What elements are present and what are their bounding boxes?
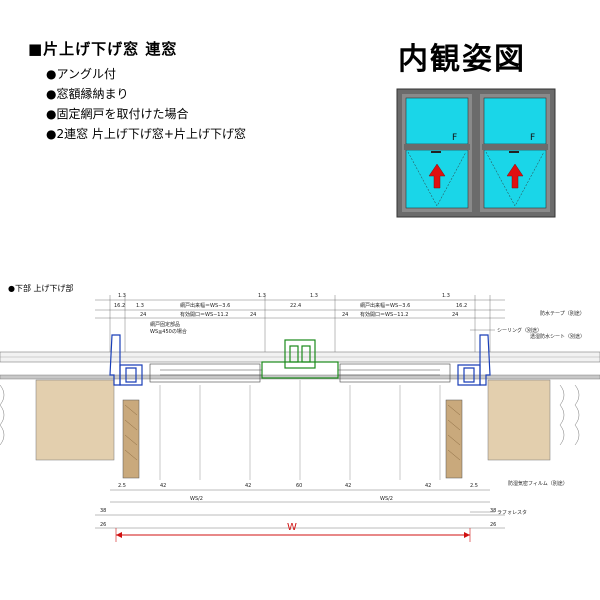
section-label: ●下部 上げ下げ部 <box>8 284 74 293</box>
dim-label: 24 <box>140 312 146 318</box>
dim-label: 26 <box>100 522 106 528</box>
feature-item: ●アングル付 <box>46 67 116 81</box>
dim-label: 16.2 <box>456 303 467 309</box>
dim-label: 24 <box>452 312 458 318</box>
callout-breathable-sheet: 透湿防水シート（別途） <box>530 333 585 340</box>
dim-label: 22.4 <box>290 303 301 309</box>
dim-label: 42 <box>345 483 351 489</box>
left-up-arrow-icon <box>428 163 446 189</box>
dim-label: 1.3 <box>442 293 450 299</box>
callout-waterproof-tape: 防水テープ（別途） <box>540 310 585 317</box>
feature-item: ●固定網戸を取付けた場合 <box>46 107 189 121</box>
feature-list: ●アングル付 ●窓額縁納まり ●固定網戸を取付けた場合 ●2連窓 片上げ下げ窓+… <box>46 64 246 144</box>
feature-item: ●窓額縁納まり <box>46 87 129 101</box>
left-upper-glass <box>405 97 469 145</box>
callout-vapor-film: 防湿気密フィルム（別途） <box>508 480 568 487</box>
dim-label: 38 <box>490 508 496 514</box>
dim-label: 有効開口＝WS−11.2 <box>180 311 228 318</box>
dim-label: 24 <box>342 312 348 318</box>
left-sash-mark: F <box>452 133 457 143</box>
dim-label: 42 <box>160 483 166 489</box>
page-title: ■片上げ下げ窓 連窓 <box>28 40 178 58</box>
left-frame-section <box>109 334 143 386</box>
overall-width-dimension: W <box>115 522 471 542</box>
dim-label: 2.5 <box>470 483 478 489</box>
dim-label: 1.3 <box>136 303 144 309</box>
left-handle <box>431 151 441 153</box>
screen-part-note: 網戸固定部品 WS≦450の場合 <box>150 321 187 335</box>
dim-label: 16.2 <box>114 303 125 309</box>
dim-label: 60 <box>296 483 302 489</box>
top-dimension-lines <box>95 295 505 355</box>
dim-label: WS/2 <box>190 496 203 502</box>
dim-label: 網戸出来幅＝WS−3.6 <box>360 302 410 309</box>
bottom-dimension-text: 2.5 42 42 60 42 42 2.5 WS/2 WS/2 38 38 2… <box>100 483 496 528</box>
callout-laforesta: ラフォレスタ <box>497 509 527 516</box>
right-handle <box>509 151 519 153</box>
right-up-arrow-icon <box>506 163 524 189</box>
left-meeting-rail <box>404 144 470 150</box>
dim-label: 24 <box>250 312 256 318</box>
window-casing <box>122 399 463 479</box>
dim-label: 有効開口＝WS−11.2 <box>360 311 408 318</box>
callouts: シーリング（別途） 防水テープ（別途） 透湿防水シート（別途） 防湿気密フィルム… <box>470 310 585 516</box>
glass-lines <box>149 363 451 383</box>
interior-lines <box>159 380 441 480</box>
feature-item: ●2連窓 片上げ下げ窓+片上げ下げ窓 <box>46 127 246 141</box>
dim-label: 38 <box>100 508 106 514</box>
interior-view-title: 内観姿図 <box>398 42 526 77</box>
note-screen-condition: WS≦450の場合 <box>150 328 187 335</box>
bottom-dimension-lines <box>95 489 505 529</box>
note-screen-part: 網戸固定部品 <box>150 321 180 328</box>
top-dimension-text: 1.3 16.2 1.3 1.3 22.4 1.3 1.3 16.2 網戸出来幅… <box>114 293 467 318</box>
dim-label: 42 <box>425 483 431 489</box>
wall-slab <box>0 351 600 461</box>
left-opening-lines <box>407 151 467 207</box>
overall-width-label: W <box>287 522 297 533</box>
dim-label: 網戸出来幅＝WS−3.6 <box>180 302 230 309</box>
right-sash-mark: F <box>530 133 535 143</box>
callout-sealing: シーリング（別途） <box>497 327 542 334</box>
right-upper-glass <box>483 97 547 145</box>
dim-label: 42 <box>245 483 251 489</box>
dim-label: 1.3 <box>258 293 266 299</box>
dim-label: 26 <box>490 522 496 528</box>
window-elevation: F F <box>396 88 556 218</box>
dim-label: WS/2 <box>380 496 393 502</box>
section-drawing: 1.3 16.2 1.3 1.3 22.4 1.3 1.3 16.2 網戸出来幅… <box>0 293 600 542</box>
dim-label: 1.3 <box>310 293 318 299</box>
right-frame-section <box>457 334 491 386</box>
dim-label: 2.5 <box>118 483 126 489</box>
mullion-section <box>261 339 339 379</box>
right-opening-lines <box>485 151 545 207</box>
dim-label: 1.3 <box>118 293 126 299</box>
right-meeting-rail <box>482 144 548 150</box>
